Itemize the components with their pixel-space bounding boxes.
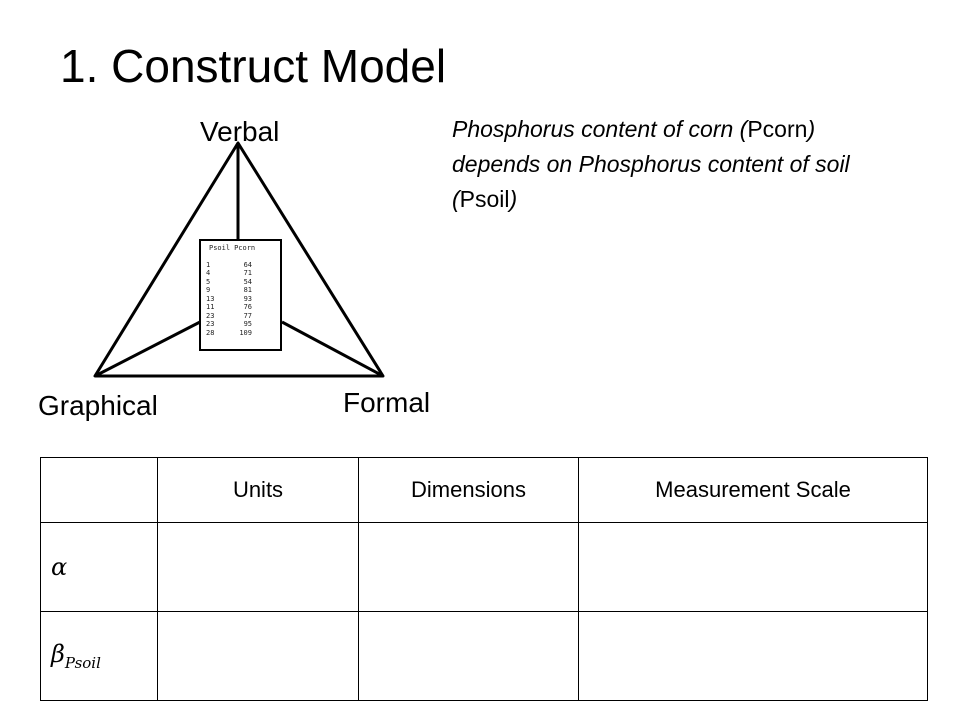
parameter-symbol-cell: α	[40, 522, 158, 612]
spoke-formal	[281, 320, 384, 378]
data-cell-pcorn: 77	[243, 311, 252, 320]
data-table-rows: 1 64 4 71 5 54 9 81 13 93 11 76 23 77 23 95 28 109	[206, 261, 275, 338]
header-units: Units	[157, 457, 359, 523]
data-table-row: 5 54	[206, 278, 275, 287]
spoke-graphical	[94, 320, 201, 378]
data-cell-pcorn: 64	[243, 260, 252, 269]
data-table-row: 11 76	[206, 303, 275, 312]
header-dimensions: Dimensions	[358, 457, 579, 523]
data-cell-psoil: 13	[206, 294, 215, 303]
data-header-psoil: Psoil	[209, 244, 231, 252]
data-cell-psoil: 11	[206, 303, 215, 311]
header-measurement-scale: Measurement Scale	[578, 457, 928, 523]
data-table-box: Psoil Pcorn 1 64 4 71 5 54 9 81 13 93 11 76 23 77 23 95…	[199, 239, 282, 351]
measurement-scale-cell[interactable]	[578, 611, 928, 701]
vertex-label-verbal: Verbal	[200, 116, 280, 147]
header-empty-cell	[40, 457, 158, 523]
data-table-header: Psoil Pcorn	[206, 244, 275, 253]
parameter-symbol-cell: βPsoil	[40, 611, 158, 701]
units-cell[interactable]	[157, 522, 359, 612]
data-cell-pcorn: 109	[239, 328, 252, 337]
data-table-row: 4 71	[206, 269, 275, 278]
data-cell-pcorn: 81	[243, 286, 252, 294]
vertex-label-formal: Formal	[343, 387, 431, 418]
data-cell-pcorn: 54	[243, 277, 252, 286]
data-cell-pcorn: 93	[243, 294, 252, 303]
units-cell[interactable]	[157, 611, 359, 701]
slide-title: 1. Construct Model	[60, 40, 447, 92]
data-cell-psoil: 1	[206, 260, 211, 269]
data-cell-psoil: 23	[206, 320, 215, 328]
data-cell-pcorn: 76	[243, 303, 252, 311]
data-header-pcorn: Pcorn	[234, 244, 256, 252]
data-cell-pcorn: 71	[243, 269, 252, 277]
data-table-row: 28 109	[206, 329, 275, 338]
beta-symbol: β	[51, 640, 65, 668]
triangle-outline	[93, 141, 385, 378]
data-table-row: 1 64	[206, 261, 275, 270]
verbal-text-part3: )	[509, 186, 518, 212]
data-cell-psoil: 23	[206, 311, 215, 320]
dimensions-cell[interactable]	[358, 611, 579, 701]
parameter-table: Units Dimensions Measurement Scale α βPs…	[40, 457, 928, 701]
parameter-table-header-row: Units Dimensions Measurement Scale	[40, 457, 928, 523]
data-cell-psoil: 9	[206, 286, 211, 294]
parameter-row-beta: βPsoil	[40, 611, 928, 701]
data-table-row: 23 95	[206, 320, 275, 329]
beta-subscript: Psoil	[64, 654, 101, 672]
dimensions-cell[interactable]	[358, 522, 579, 612]
verbal-description: Phosphorus content of corn (Pcorn) depen…	[452, 112, 882, 217]
data-cell-psoil: 5	[206, 277, 211, 286]
verbal-text-part2: ) depends on Phosphorus content of soil …	[452, 116, 850, 212]
verbal-var-psoil: Psoil	[459, 186, 510, 212]
data-table-row: 9 81	[206, 286, 275, 295]
data-table-row: 13 93	[206, 295, 275, 304]
vertex-label-graphical: Graphical	[38, 390, 158, 421]
measurement-scale-cell[interactable]	[578, 522, 928, 612]
data-cell-pcorn: 95	[243, 320, 252, 328]
data-table-row: 23 77	[206, 312, 275, 321]
verbal-var-pcorn: Pcorn	[747, 116, 808, 142]
data-cell-psoil: 4	[206, 269, 211, 277]
parameter-row-alpha: α	[40, 522, 928, 612]
parameter-symbol-alpha: α	[51, 553, 68, 581]
data-cell-psoil: 28	[206, 328, 215, 337]
parameter-symbol-beta: βPsoil	[51, 640, 101, 672]
verbal-text-part1: Phosphorus content of corn (	[452, 116, 748, 142]
